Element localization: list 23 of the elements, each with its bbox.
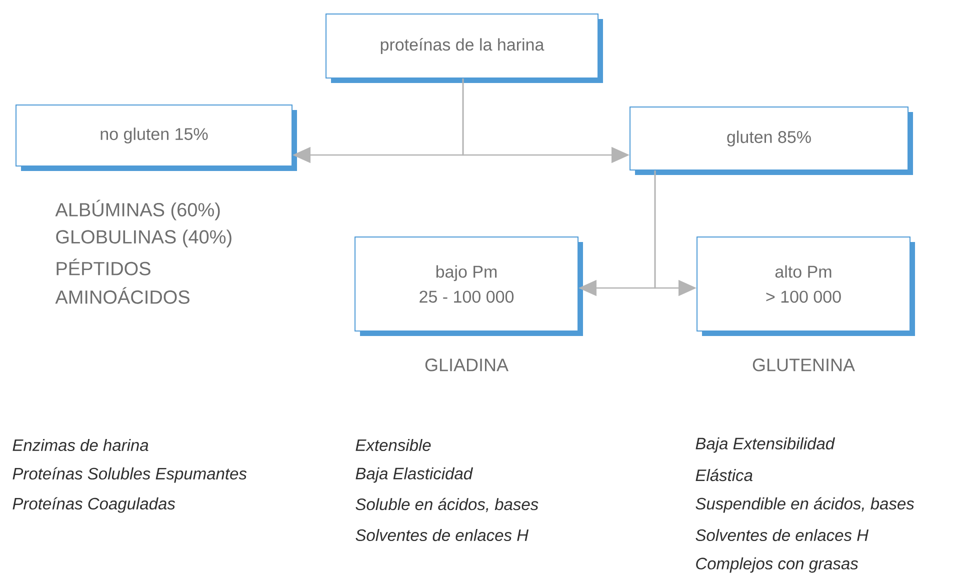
- label: Complejos con grasas: [696, 557, 858, 573]
- label: PÉPTIDOS: [56, 258, 150, 276]
- label: Baja Elasticidad: [356, 467, 473, 483]
- label: Extensible: [356, 438, 431, 452]
- label: Elástica: [696, 468, 752, 482]
- label: Proteínas Coaguladas: [12, 497, 176, 513]
- box: no gluten 15%: [16, 104, 297, 171]
- label: Soluble en ácidos, bases: [356, 498, 538, 512]
- box: bajo Pm 25 - 100 000: [354, 236, 583, 336]
- node-label: GLUTENINA: [752, 358, 855, 372]
- box: gluten 85%: [630, 106, 913, 175]
- label: Solventes de enlaces H: [696, 528, 869, 542]
- label: AMINOÁCIDOS: [55, 287, 190, 304]
- box: alto Pm > 100 000: [696, 236, 915, 336]
- label: Proteínas Solubles Espumantes: [12, 467, 247, 483]
- label: Enzimas de harina: [12, 438, 148, 452]
- label: Baja Extensibilidad: [696, 437, 836, 453]
- label: ALBÚMINAS (60%): [55, 200, 220, 220]
- label: GLOBULINAS (40%): [56, 230, 232, 248]
- label: Solventes de enlaces H: [356, 528, 529, 542]
- node-label: GLIADINA: [425, 358, 508, 372]
- box: proteínas de la harina: [326, 14, 603, 83]
- label: Suspendible en ácidos, bases: [696, 497, 914, 513]
